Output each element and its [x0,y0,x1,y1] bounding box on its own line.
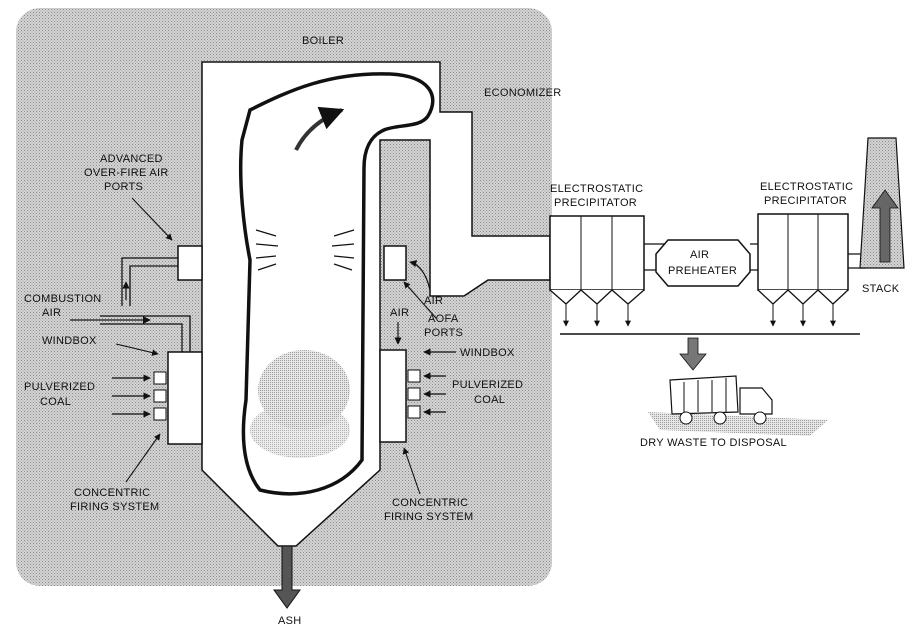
label-advanced-ofa-3: PORTS [104,181,143,193]
label-aofa-ports-2: PORTS [424,327,463,339]
ofa-port-left [177,245,203,281]
burner-left-1 [153,371,167,385]
aofa-port-right [383,245,407,281]
label-aofa-ports-1: AOFA [428,313,459,325]
label-esp1-2: PRECIPITATOR [554,197,637,209]
air-preheater [655,239,751,287]
label-esp1-1: ELECTROSTATIC [550,183,643,195]
label-combustion-air-1: COMBUSTION [24,293,102,305]
label-dry-waste: DRY WASTE TO DISPOSAL [640,437,787,449]
windbox-left [167,351,203,445]
label-concentric-left-1: CONCENTRIC [74,487,150,499]
label-ash: ASH [278,615,302,627]
label-concentric-right-1: CONCENTRIC [392,497,468,509]
label-advanced-ofa-1: ADVANCED [100,153,163,165]
label-air-lower: AIR [390,307,409,319]
label-esp2-1: ELECTROSTATIC [760,181,853,193]
label-pulverized-coal-left-1: PULVERIZED [24,381,95,393]
fireball [250,350,350,458]
label-concentric-right-2: FIRING SYSTEM [384,511,473,523]
over-fire-air-jets [255,229,355,271]
leader-lines [115,197,437,495]
label-air-preheater-1: AIR [690,249,709,261]
waste-down-arrow [679,337,707,371]
label-esp2-2: PRECIPITATOR [764,195,847,207]
label-boiler: BOILER [302,35,344,47]
burner-right-2 [407,387,421,401]
coal-feed-arrows-left [112,374,151,418]
burner-left-3 [153,407,167,421]
label-economizer: ECONOMIZER [484,87,562,99]
burner-right-3 [407,405,421,419]
esp-1 [549,215,645,327]
label-windbox-left: WINDBOX [42,335,97,347]
label-pulverized-coal-right-2: COAL [474,394,505,406]
label-pulverized-coal-right-1: PULVERIZED [452,379,523,391]
ash-outlet-arrow [273,545,301,609]
label-air-right: AIR [424,295,443,307]
label-concentric-left-2: FIRING SYSTEM [70,501,159,513]
coal-feed-arrows-right [394,322,456,416]
label-advanced-ofa-2: OVER-FIRE AIR [84,167,169,179]
burner-left-2 [153,389,167,403]
stack-exhaust-arrow [871,189,899,263]
dump-truck-icon [648,375,828,436]
label-air-preheater-2: PREHEATER [668,265,737,277]
label-windbox-right: WINDBOX [460,347,515,359]
label-combustion-air-2: AIR [42,307,61,319]
flow-arrow-icon [294,106,345,151]
label-stack: STACK [862,283,900,295]
burner-right-1 [407,369,421,383]
combustion-air-ducts [100,257,191,352]
windbox-right [379,349,407,443]
label-pulverized-coal-left-2: COAL [40,396,71,408]
furnace-gas-path [238,72,435,496]
esp-2 [757,213,849,327]
